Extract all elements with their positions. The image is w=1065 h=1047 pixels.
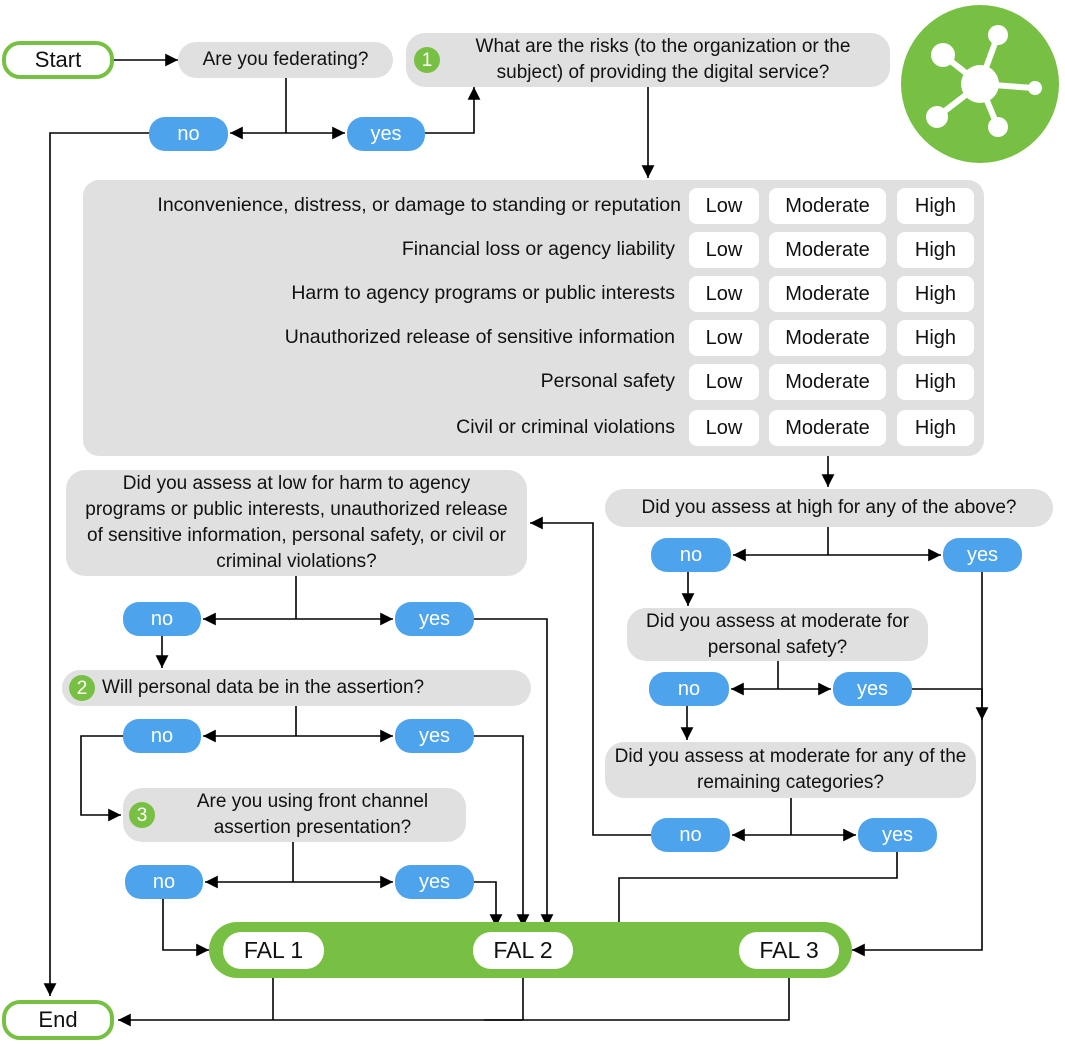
level-high-button[interactable]: High xyxy=(897,410,974,446)
level-moderate-button[interactable]: Moderate xyxy=(769,188,886,224)
question-moderate-remaining: Did you assess at moderate for any of th… xyxy=(605,742,976,798)
personal-data-yes[interactable]: yes xyxy=(395,719,474,753)
risk-assessment-panel: Inconvenience, distress, or damage to st… xyxy=(83,180,984,456)
risk-row: Inconvenience, distress, or damage to st… xyxy=(83,188,681,224)
risk-row: Civil or criminal violations xyxy=(83,410,675,446)
question-high-any: Did you assess at high for any of the ab… xyxy=(605,489,1053,527)
end-terminal: End xyxy=(2,1000,114,1040)
fal-1-outcome: FAL 1 xyxy=(223,932,324,969)
low-harm-no[interactable]: no xyxy=(123,602,201,636)
step-2-badge: 2 xyxy=(69,675,95,701)
start-label: Start xyxy=(34,47,82,72)
step-1-badge: 1 xyxy=(414,47,440,73)
moderate-remaining-yes[interactable]: yes xyxy=(858,818,937,852)
level-high-button[interactable]: High xyxy=(897,232,974,268)
level-moderate-button[interactable]: Moderate xyxy=(769,364,886,400)
risk-category-label: Inconvenience, distress, or damage to st… xyxy=(157,194,681,216)
question-federating: Are you federating? xyxy=(178,42,393,78)
level-moderate-button[interactable]: Moderate xyxy=(769,232,886,268)
level-high-button[interactable]: High xyxy=(897,320,974,356)
start-terminal: Start xyxy=(2,41,114,79)
level-low-button[interactable]: Low xyxy=(689,364,759,400)
level-low-button[interactable]: Low xyxy=(689,410,759,446)
moderate-safety-no[interactable]: no xyxy=(649,672,729,706)
risk-row: Personal safety xyxy=(83,364,675,400)
step-3-badge: 3 xyxy=(129,802,155,828)
end-label: End xyxy=(38,1007,78,1032)
level-high-button[interactable]: High xyxy=(897,276,974,312)
question-front-channel: Are you using front channel assertion pr… xyxy=(123,788,466,842)
risk-row: Harm to agency programs or public intere… xyxy=(83,276,675,312)
level-low-button[interactable]: Low xyxy=(689,276,759,312)
question-low-harm: Did you assess at low for harm to agency… xyxy=(66,470,527,576)
federating-yes[interactable]: yes xyxy=(347,117,425,151)
level-moderate-button[interactable]: Moderate xyxy=(769,410,886,446)
level-moderate-button[interactable]: Moderate xyxy=(769,276,886,312)
risk-row: Unauthorized release of sensitive inform… xyxy=(83,320,675,356)
moderate-safety-yes[interactable]: yes xyxy=(833,672,912,706)
high-any-yes[interactable]: yes xyxy=(943,538,1022,572)
personal-data-no[interactable]: no xyxy=(123,719,201,753)
front-channel-yes[interactable]: yes xyxy=(395,865,474,899)
high-any-no[interactable]: no xyxy=(651,538,731,572)
level-low-button[interactable]: Low xyxy=(689,188,759,224)
fal-2-outcome: FAL 2 xyxy=(473,932,573,969)
risk-category-label: Harm to agency programs or public intere… xyxy=(291,282,675,304)
level-low-button[interactable]: Low xyxy=(689,232,759,268)
question-moderate-safety: Did you assess at moderate for personal … xyxy=(627,608,928,661)
risk-category-label: Personal safety xyxy=(540,370,675,392)
question-risks: What are the risks (to the organization … xyxy=(406,33,890,87)
risk-category-label: Unauthorized release of sensitive inform… xyxy=(284,326,675,348)
risk-category-label: Financial loss or agency liability xyxy=(401,238,675,260)
level-high-button[interactable]: High xyxy=(897,188,974,224)
level-high-button[interactable]: High xyxy=(897,364,974,400)
level-moderate-button[interactable]: Moderate xyxy=(769,320,886,356)
risk-row: Financial loss or agency liability xyxy=(83,232,675,268)
question-personal-data: Will personal data be in the assertion? xyxy=(62,670,531,706)
risk-category-label: Civil or criminal violations xyxy=(456,416,675,438)
federating-no[interactable]: no xyxy=(149,117,228,151)
federation-network-icon xyxy=(901,5,1059,163)
level-low-button[interactable]: Low xyxy=(689,320,759,356)
low-harm-yes[interactable]: yes xyxy=(395,602,474,636)
fal-3-outcome: FAL 3 xyxy=(739,932,839,969)
front-channel-no[interactable]: no xyxy=(125,865,203,899)
moderate-remaining-no[interactable]: no xyxy=(651,818,730,852)
